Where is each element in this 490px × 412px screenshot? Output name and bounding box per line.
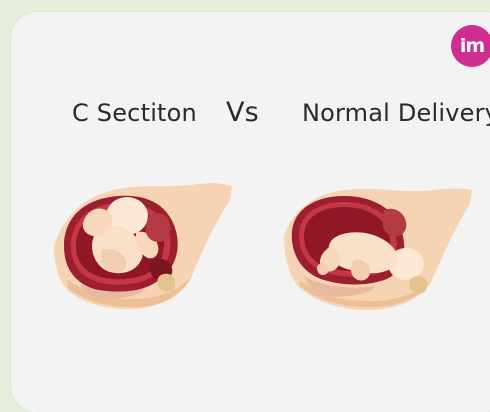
versus-label: Vs bbox=[226, 99, 259, 126]
normal-delivery-title: Normal Delivery bbox=[302, 101, 490, 125]
brand-logo-text: im bbox=[460, 35, 484, 57]
c-section-womb-illustration bbox=[54, 176, 234, 311]
c-section-title: C Sectiton bbox=[72, 101, 197, 125]
brand-logo[interactable]: im bbox=[451, 25, 490, 67]
normal-delivery-womb-illustration bbox=[284, 176, 474, 311]
